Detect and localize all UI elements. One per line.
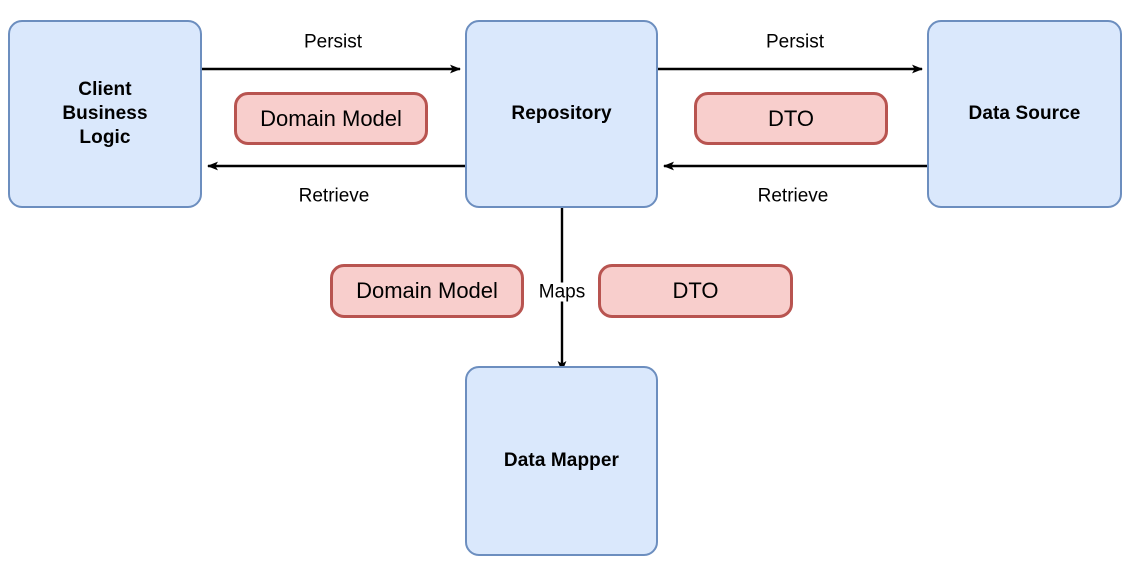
node-client-business-logic[interactable]: Client Business Logic (8, 20, 202, 208)
note-dto-bottom-label: DTO (672, 278, 719, 304)
edge-label-retrieve-datasource-repository: Retrieve (753, 186, 833, 206)
node-client-business-logic-label: Client Business Logic (62, 79, 148, 148)
edge-label-persist-client-repository: Persist (299, 32, 367, 52)
note-dto-right-label: DTO (767, 105, 815, 131)
edge-label-persist-repository-datasource: Persist (761, 32, 829, 52)
note-domain-model-bottom[interactable]: Domain Model (330, 264, 524, 318)
node-repository[interactable]: Repository (465, 20, 658, 208)
node-repository-label: Repository (511, 103, 612, 125)
node-data-source[interactable]: Data Source (927, 20, 1122, 208)
edge-label-maps-repository-datamapper: Maps (534, 282, 590, 302)
note-dto-bottom[interactable]: DTO (598, 264, 793, 318)
node-data-source-label: Data Source (968, 103, 1081, 125)
note-domain-model-bottom-label: Domain Model (356, 278, 498, 304)
edge-label-retrieve-repository-client: Retrieve (294, 186, 374, 206)
note-domain-model-left[interactable]: Domain Model (234, 92, 428, 145)
note-domain-model-left-label: Domain Model (260, 105, 402, 131)
node-data-mapper-label: Data Mapper (503, 450, 620, 472)
note-dto-right[interactable]: DTO (694, 92, 888, 145)
node-data-mapper[interactable]: Data Mapper (465, 366, 658, 556)
